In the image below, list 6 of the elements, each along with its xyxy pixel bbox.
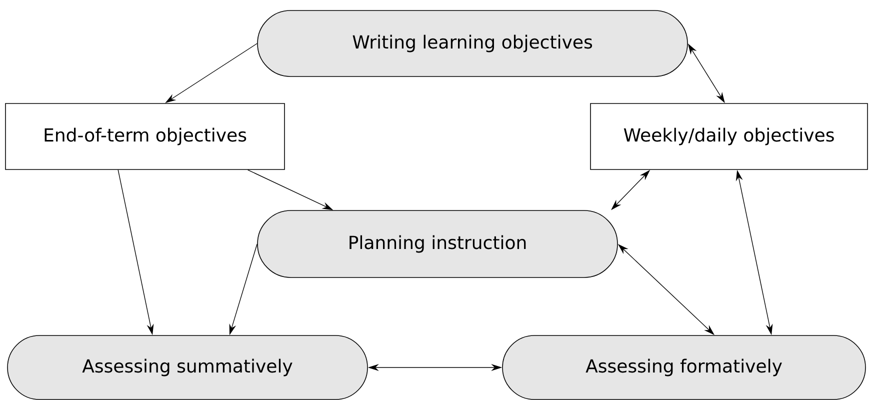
objective-box: Weekly/daily objectives — [590, 103, 868, 170]
process-pill: Assessing formatively — [502, 335, 866, 400]
process-pill: Assessing summatively — [7, 335, 368, 400]
objective-box: End-of-term objectives — [5, 103, 285, 170]
process-pill: Writing learning objectives — [257, 10, 688, 77]
process-pill: Planning instruction — [257, 210, 618, 278]
